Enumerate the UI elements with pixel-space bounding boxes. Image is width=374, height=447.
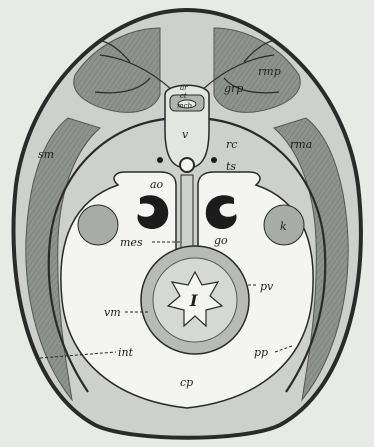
label-mes: mes	[120, 236, 143, 249]
label-int: int	[118, 346, 134, 359]
mesentery	[181, 175, 193, 255]
label-cp: cp	[180, 376, 193, 389]
label-go: go	[214, 234, 228, 247]
label-vm: vm	[104, 306, 121, 319]
label-ar: ar	[180, 84, 188, 92]
label-ct: ct	[180, 92, 187, 100]
dorsal-muscle-left	[74, 28, 160, 112]
vessel-left	[157, 157, 163, 163]
aorta	[180, 158, 194, 172]
label-rmp: rmp	[258, 65, 281, 78]
label-k: k	[280, 220, 287, 233]
label-pp: pp	[254, 346, 268, 359]
label-grp: grp	[224, 82, 243, 95]
label-ts: ts	[226, 160, 236, 173]
label-ao: ao	[150, 178, 164, 191]
label-rc: rc	[226, 138, 237, 151]
label-v: v	[182, 128, 189, 141]
label-sm: sm	[38, 148, 54, 161]
kidney-left	[78, 205, 118, 245]
vessel-right	[211, 157, 217, 163]
label-mcb: mcb	[177, 102, 193, 110]
label-pv: pv	[260, 280, 274, 293]
label-intestine: I	[189, 291, 198, 310]
label-rma: rma	[290, 138, 312, 151]
